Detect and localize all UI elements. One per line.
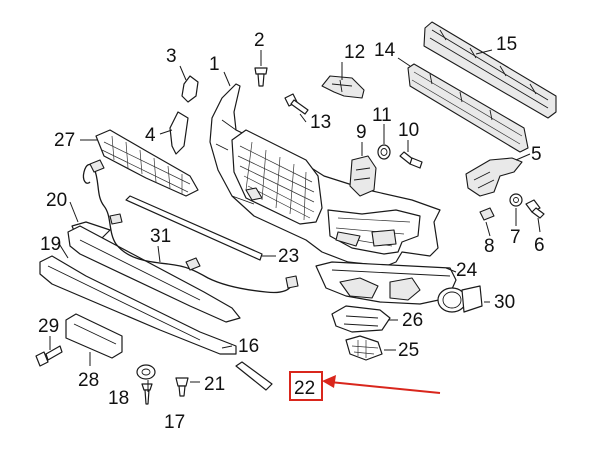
- part-5-side-bracket: [465, 157, 523, 197]
- part-27-grille: [95, 129, 199, 197]
- part-3-reflector-cap: [181, 75, 199, 103]
- part-20-lower-spoiler: [67, 221, 241, 323]
- callout-14: 14: [374, 40, 396, 61]
- callout-13: 13: [310, 112, 331, 133]
- part-12-bracket: [321, 75, 365, 99]
- part-13-bolt: [284, 93, 309, 115]
- part-22-trim-strip: [235, 361, 273, 391]
- part-25-sensor-bracket: [345, 335, 383, 361]
- part-26-sensor-holder: [331, 305, 391, 333]
- callout-7: 7: [510, 227, 521, 248]
- callout-16: 16: [238, 336, 259, 357]
- part-23-moulding-strip: [125, 195, 263, 261]
- part-1-bumper-cover: [209, 83, 441, 267]
- callout-8: 8: [484, 236, 495, 257]
- part-29-bolt: [35, 345, 63, 367]
- callout-25: 25: [398, 340, 419, 361]
- callout-4: 4: [145, 125, 156, 146]
- part-19-lower-trim: [39, 255, 237, 355]
- callout-22: 22: [294, 378, 315, 399]
- part-9-bracket-plate: [349, 155, 377, 197]
- part-15-reinforcement-bar: [423, 21, 557, 119]
- part-7-grommet: [509, 193, 523, 207]
- part-30-parking-sensor: [437, 285, 483, 313]
- callout-15: 15: [496, 34, 517, 55]
- callout-28: 28: [78, 370, 99, 391]
- highlight-arrow: [322, 375, 441, 394]
- callout-19: 19: [40, 234, 61, 255]
- part-18-washer: [136, 364, 156, 380]
- callout-labels: 1 2 3 4 5 6 7 8 9 10 11 12 13 14 15 16 1…: [38, 30, 545, 433]
- callout-5: 5: [531, 144, 542, 165]
- callout-3: 3: [166, 46, 177, 67]
- callout-24: 24: [456, 260, 478, 281]
- part-21-push-clip: [175, 377, 189, 397]
- part-14-absorber: [407, 63, 529, 153]
- callout-12: 12: [344, 42, 365, 63]
- callout-31: 31: [150, 226, 171, 247]
- leader-lines: [49, 49, 541, 392]
- part-11-grommet: [377, 144, 391, 160]
- part-28-license-plate-bracket: [65, 313, 123, 359]
- part-17-screw: [141, 383, 153, 405]
- part-6-screw: [525, 199, 545, 219]
- part-10-pin: [399, 151, 423, 169]
- part-2-push-clip: [254, 67, 268, 87]
- callout-21: 21: [204, 374, 225, 395]
- part-24-fog-lamp-bezel: [315, 261, 457, 305]
- callout-29: 29: [38, 316, 59, 337]
- part-4-reflector-strip: [169, 111, 189, 155]
- callout-2: 2: [254, 30, 265, 51]
- callout-11: 11: [372, 105, 392, 126]
- callout-20: 20: [46, 190, 67, 211]
- callout-1: 1: [209, 54, 220, 75]
- callout-17: 17: [164, 412, 185, 433]
- callout-6: 6: [534, 235, 545, 256]
- part-31-wiring-harness: [82, 159, 299, 294]
- highlight-box: [289, 371, 323, 401]
- callout-18: 18: [108, 388, 129, 409]
- callout-27: 27: [54, 130, 75, 151]
- callout-23: 23: [278, 246, 299, 267]
- callout-30: 30: [494, 292, 515, 313]
- callout-10: 10: [398, 120, 419, 141]
- callout-26: 26: [402, 310, 423, 331]
- callout-9: 9: [356, 122, 367, 143]
- part-8-clip: [479, 207, 495, 221]
